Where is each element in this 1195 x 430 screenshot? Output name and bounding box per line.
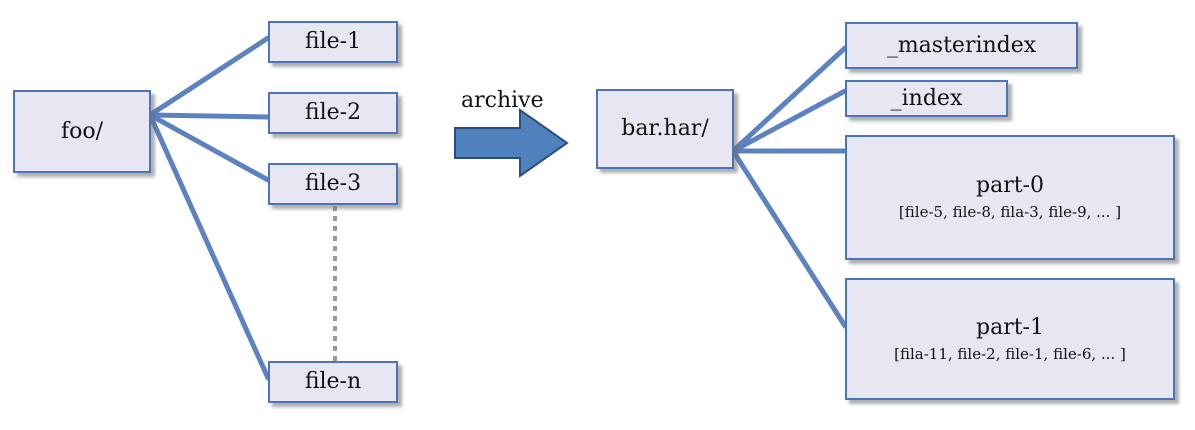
connector-bar-masterindex xyxy=(730,45,848,154)
archive-entry-label: _masterindex xyxy=(886,32,1037,58)
connector-foo-file-1 xyxy=(147,35,271,118)
archive-entry-node: _index xyxy=(845,80,1008,117)
archive-entry-node: part-1 [fila-11, file-2, file-1, file-6,… xyxy=(845,278,1175,400)
connector-bar-index xyxy=(730,88,848,154)
file-label: file-n xyxy=(304,369,362,394)
connector-foo-file-3 xyxy=(147,112,271,183)
file-label: file-3 xyxy=(304,171,362,196)
connector-foo-file-2 xyxy=(147,112,271,120)
archive-entry-label: _index xyxy=(890,85,963,111)
file-node: file-1 xyxy=(268,21,398,63)
file-node: file-3 xyxy=(268,163,398,205)
archive-entry-label: part-1 xyxy=(976,314,1044,340)
file-node: file-n xyxy=(268,361,398,403)
archive-folder-node: bar.har/ xyxy=(596,89,734,169)
archive-arrow xyxy=(454,108,569,178)
file-label: file-1 xyxy=(304,29,362,54)
file-node: file-2 xyxy=(268,92,398,134)
connector-foo-file-n xyxy=(147,112,271,381)
source-folder-label: foo/ xyxy=(60,118,104,144)
source-folder-node: foo/ xyxy=(13,90,151,173)
connector-bar-part-1 xyxy=(730,148,848,329)
archive-entry-node: _masterindex xyxy=(845,22,1078,69)
archive-entry-label: part-0 xyxy=(976,173,1044,198)
file-label: file-2 xyxy=(304,100,362,125)
archive-entry-contents: [fila-11, file-2, file-1, file-6, ... ] xyxy=(894,344,1126,363)
archive-action-label: archive xyxy=(461,88,544,113)
archive-folder-label: bar.har/ xyxy=(621,116,709,141)
archive-entry-contents: [file-5, file-8, fila-3, file-9, ... ] xyxy=(898,203,1122,221)
archive-entry-node: part-0 [file-5, file-8, fila-3, file-9, … xyxy=(845,135,1175,260)
